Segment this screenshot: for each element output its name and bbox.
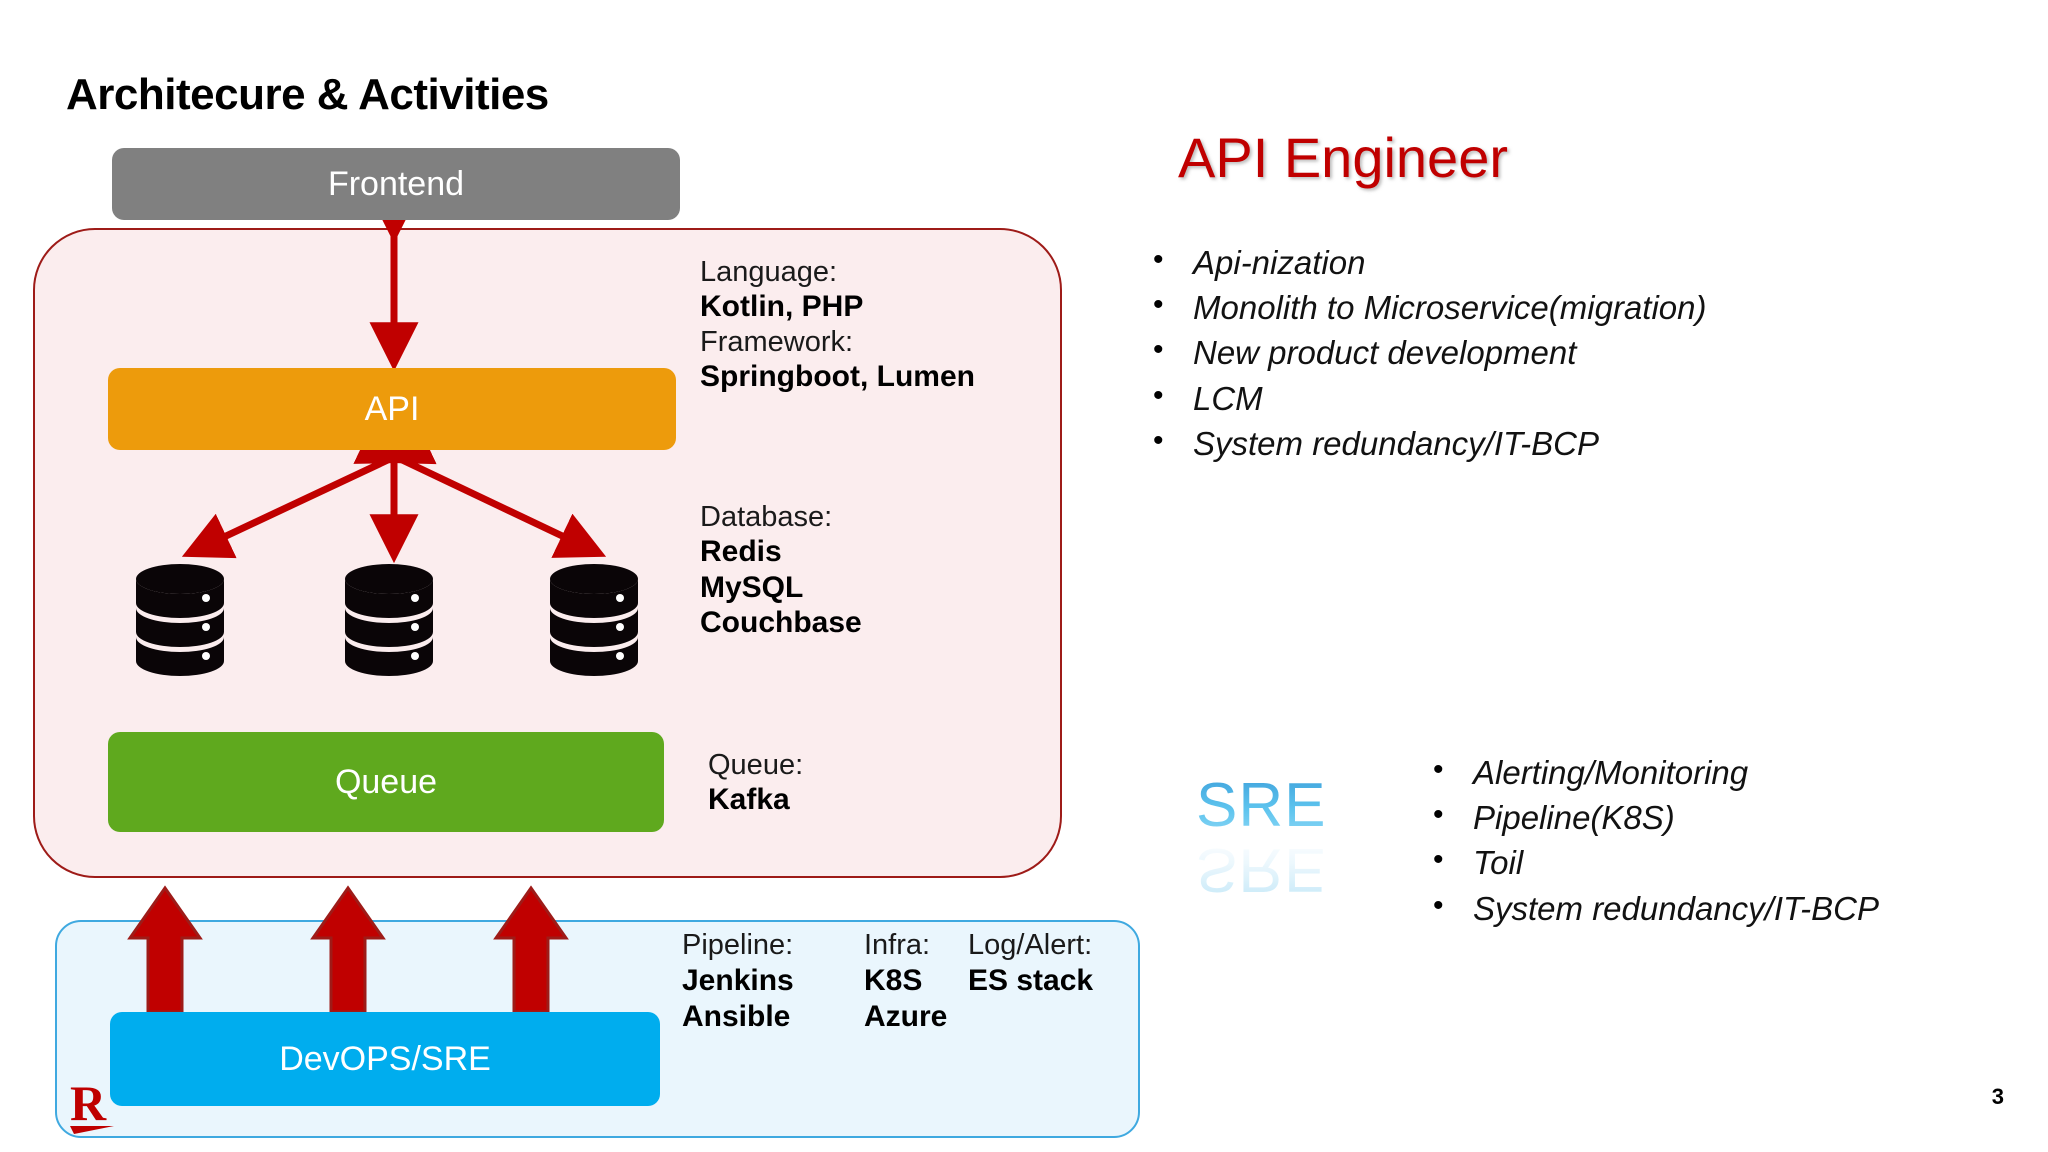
queue-annotation-label: Queue: xyxy=(708,749,804,781)
log-alert-value-es-stack: ES stack xyxy=(968,963,1094,997)
pipeline-label: Pipeline: xyxy=(682,929,794,961)
page-number: 3 xyxy=(1991,1084,2004,1109)
infra-value-k8s: K8S xyxy=(864,963,923,997)
queue-label: Queue xyxy=(334,762,438,801)
architecture-diagram: Frontend API Queue DevOPS/SRE xyxy=(33,148,1140,1138)
rakuten-r-logo-icon: R xyxy=(68,1075,128,1138)
list-item: System redundancy/IT-BCP xyxy=(1145,420,1706,466)
sre-logo-reflection: SRE xyxy=(1196,835,1327,904)
page-title: Architecure & Activities xyxy=(66,70,549,119)
database-icon xyxy=(343,562,435,678)
api-engineer-bullet-list: Api-nization Monolith to Microservice(mi… xyxy=(1145,239,1706,466)
database-icon xyxy=(134,562,226,678)
pipeline-value-jenkins: Jenkins xyxy=(682,963,794,997)
api-label: API xyxy=(364,389,420,428)
list-item: Alerting/Monitoring xyxy=(1425,749,1879,795)
api-engineer-heading: API Engineer xyxy=(1178,126,1508,189)
list-item: Pipeline(K8S) xyxy=(1425,794,1879,840)
list-item: System redundancy/IT-BCP xyxy=(1425,885,1879,931)
svg-text:R: R xyxy=(70,1076,107,1131)
list-item: Monolith to Microservice(migration) xyxy=(1145,284,1706,330)
annotation-queue: Queue: Kafka xyxy=(708,748,803,818)
framework-value: Springboot, Lumen xyxy=(700,359,975,393)
queue-box[interactable]: Queue xyxy=(108,732,664,832)
infra-label: Infra: xyxy=(864,929,931,961)
list-item: Api-nization xyxy=(1145,239,1706,285)
sre-logo-text: SRE xyxy=(1196,771,1327,840)
frontend-label: Frontend xyxy=(327,164,465,203)
database-value-redis: Redis xyxy=(700,535,782,569)
queue-annotation-value: Kafka xyxy=(708,783,790,817)
list-item: New product development xyxy=(1145,329,1706,375)
language-value: Kotlin, PHP xyxy=(700,290,864,324)
sre-bullet-list: Alerting/Monitoring Pipeline(K8S) Toil S… xyxy=(1425,749,1879,931)
log-alert-label: Log/Alert: xyxy=(968,929,1093,961)
framework-label: Framework: xyxy=(700,325,854,358)
database-value-couchbase: Couchbase xyxy=(700,606,862,639)
annotation-language: Language: Kotlin, PHP Framework: Springb… xyxy=(700,255,975,394)
devops-sre-box[interactable]: DevOPS/SRE xyxy=(110,1012,660,1106)
sre-logo-icon: SRE SRE xyxy=(1196,771,1327,905)
infra-column-log-alert: Log/Alert: ES stack xyxy=(968,928,1093,999)
infra-column-infra: Infra: K8S Azure xyxy=(864,928,947,1035)
infra-column-pipeline: Pipeline: Jenkins Ansible xyxy=(682,928,794,1035)
devops-sre-label: DevOPS/SRE xyxy=(279,1039,491,1078)
list-item: Toil xyxy=(1425,839,1879,885)
language-label: Language: xyxy=(700,256,838,288)
annotation-database: Database: Redis MySQL Couchbase xyxy=(700,500,862,640)
list-item: LCM xyxy=(1145,375,1706,421)
pipeline-value-ansible: Ansible xyxy=(682,999,791,1033)
api-box[interactable]: API xyxy=(108,368,676,450)
database-label: Database: xyxy=(700,501,833,533)
database-value-mysql: MySQL xyxy=(700,570,804,604)
infra-value-azure: Azure xyxy=(864,999,948,1033)
database-icon xyxy=(548,562,640,678)
frontend-box[interactable]: Frontend xyxy=(112,148,680,220)
